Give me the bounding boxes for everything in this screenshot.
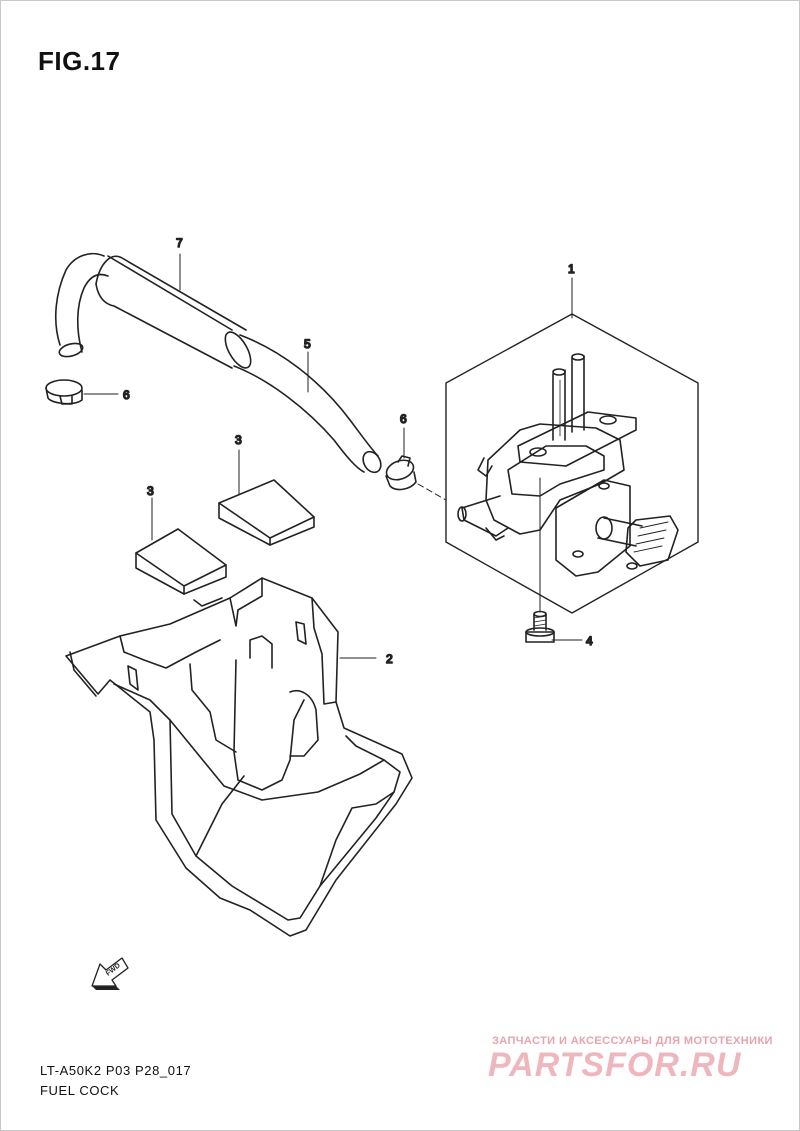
figure-title: FIG.17 xyxy=(38,46,121,76)
pad-3-lower[interactable] xyxy=(135,528,227,595)
callout-1: 1 xyxy=(568,262,575,276)
leader-lines xyxy=(83,253,583,659)
callout-6-left: 6 xyxy=(123,388,130,402)
hose-7[interactable] xyxy=(54,252,256,372)
clamp-6-right[interactable] xyxy=(384,455,417,491)
bracket-2[interactable] xyxy=(65,577,413,937)
callout-5: 5 xyxy=(304,337,311,351)
clamp-6-left[interactable] xyxy=(45,379,83,405)
watermark-logo: PARTSFOR.RU xyxy=(488,1046,742,1084)
callout-7: 7 xyxy=(176,236,183,250)
callout-2: 2 xyxy=(386,652,393,666)
figure-code: LT-A50K2 P03 P28_017 xyxy=(40,1063,192,1078)
hose-5[interactable] xyxy=(233,334,384,476)
callout-3-upper: 3 xyxy=(235,433,242,447)
callout-6-right: 6 xyxy=(400,412,407,426)
watermark-subtitle: ЗАПЧАСТИ И АКСЕССУАРЫ ДЛЯ МОТОТЕХНИКИ xyxy=(492,1035,773,1047)
pad-3-upper[interactable] xyxy=(218,479,315,546)
screw-4[interactable] xyxy=(525,610,555,643)
figure-name: FUEL COCK xyxy=(40,1083,120,1098)
fuel-cock-assembly-1[interactable] xyxy=(445,313,699,614)
callout-3-lower: 3 xyxy=(147,484,154,498)
fwd-arrow-icon: FWD xyxy=(91,957,129,990)
callout-4: 4 xyxy=(586,634,593,648)
